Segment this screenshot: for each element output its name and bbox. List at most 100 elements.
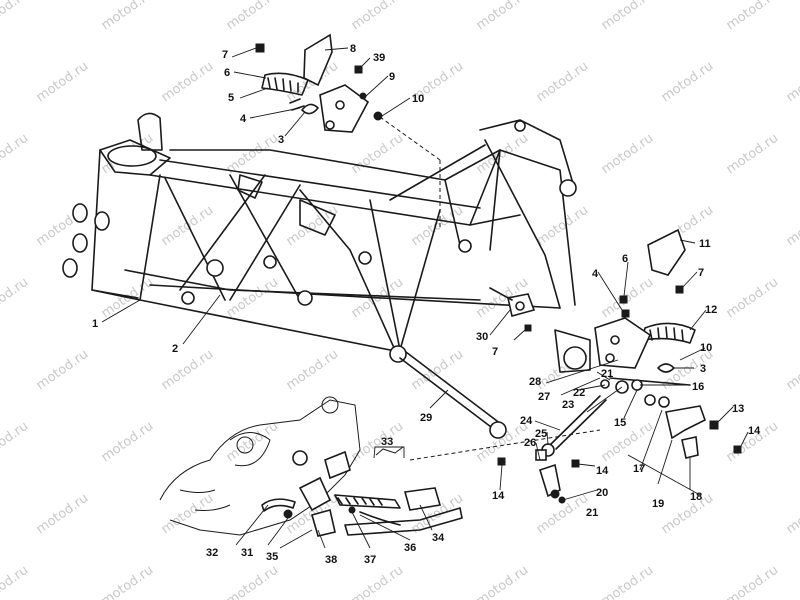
watermark-text: motod.ru	[349, 0, 406, 33]
callout-24: 24	[520, 415, 533, 427]
callout-23: 23	[562, 399, 574, 411]
watermark-text: motod.ru	[349, 563, 406, 600]
watermark-text: motod.ru	[724, 0, 781, 33]
callout-22: 22	[573, 387, 585, 399]
watermark-text: motod.ru	[159, 203, 216, 249]
watermark-text: motod.ru	[659, 491, 716, 537]
callout-38: 38	[325, 554, 337, 566]
callout-16: 16	[692, 381, 704, 393]
watermark-text: motod.ru	[0, 419, 31, 465]
callout-7: 7	[492, 346, 498, 358]
watermark-text: motod.ru	[224, 563, 281, 600]
callout-11: 11	[699, 238, 711, 250]
callout-1: 1	[92, 318, 98, 330]
watermark-text: motod.ru	[34, 59, 91, 105]
callout-4: 4	[240, 113, 247, 125]
callout-28: 28	[529, 376, 541, 388]
watermark-text: motod.ru	[784, 59, 800, 105]
trellis-frame	[62, 112, 591, 373]
tie-rod-29	[399, 351, 507, 439]
watermark-text: motod.ru	[284, 347, 341, 393]
watermark-text: motod.ru	[474, 0, 531, 33]
callout-17: 17	[633, 463, 645, 475]
watermark-text: motod.ru	[724, 131, 781, 177]
leader-lines	[101, 47, 749, 549]
watermark-text: motod.ru	[34, 347, 91, 393]
watermark-text: motod.ru	[0, 0, 31, 33]
watermark-text: motod.ru	[159, 491, 216, 537]
watermark-text: motod.ru	[599, 563, 656, 600]
callout-25: 25	[535, 428, 547, 440]
callout-6: 6	[622, 253, 628, 265]
watermark-text: motod.ru	[349, 131, 406, 177]
callout-20: 20	[596, 487, 608, 499]
callout-39: 39	[373, 52, 385, 64]
watermark-text: motod.ru	[784, 491, 800, 537]
callout-21: 21	[586, 507, 598, 519]
callout-8: 8	[350, 43, 356, 55]
watermark-text: motod.ru	[34, 491, 91, 537]
callout-15: 15	[614, 417, 626, 429]
callout-13: 13	[732, 403, 744, 415]
watermark-text: motod.ru	[284, 203, 341, 249]
watermark-text: motod.ru	[724, 563, 781, 600]
watermark-text: motod.ru	[0, 275, 31, 321]
watermark-text: motod.ru	[0, 131, 31, 177]
watermark-text: motod.ru	[224, 275, 281, 321]
callout-31: 31	[241, 547, 253, 559]
watermark-text: motod.ru	[474, 131, 531, 177]
callout-6: 6	[224, 67, 230, 79]
watermark-text: motod.ru	[99, 0, 156, 33]
callout-18: 18	[690, 491, 702, 503]
lower-engine-linkage	[159, 396, 601, 537]
callout-5: 5	[228, 92, 234, 104]
callout-7: 7	[222, 49, 228, 61]
watermark-text: motod.ru	[599, 0, 656, 33]
watermark-text: motod.ru	[409, 203, 466, 249]
watermark-text: motod.ru	[224, 0, 281, 33]
callout-21: 21	[601, 368, 613, 380]
callout-37: 37	[364, 554, 376, 566]
watermark-text: motod.ru	[534, 203, 591, 249]
watermark-text: motod.ru	[659, 59, 716, 105]
watermark-text: motod.ru	[159, 347, 216, 393]
callout-9: 9	[389, 71, 395, 83]
watermark-text: motod.ru	[784, 347, 800, 393]
watermark-text: motod.ru	[99, 419, 156, 465]
callout-12: 12	[705, 304, 717, 316]
callout-30: 30	[476, 331, 488, 343]
callout-10: 10	[412, 93, 424, 105]
callout-36: 36	[404, 542, 416, 554]
callout-10: 10	[700, 342, 712, 354]
bracket-30	[489, 287, 536, 332]
watermark-text: motod.ru	[159, 59, 216, 105]
watermark-text: motod.ru	[0, 563, 31, 600]
footpeg-assembly-left	[255, 33, 441, 230]
callout-14: 14	[596, 465, 609, 477]
callout-3: 3	[700, 363, 706, 375]
callout-32: 32	[206, 547, 218, 559]
callout-19: 19	[652, 498, 664, 510]
callout-33: 33	[381, 436, 393, 448]
callout-27: 27	[538, 391, 550, 403]
watermark-text: motod.ru	[99, 563, 156, 600]
callout-26: 26	[524, 437, 536, 449]
footpeg-assembly-right	[594, 228, 696, 386]
watermark-text: motod.ru	[599, 131, 656, 177]
callout-labels: 1 2 3 3 4 4 5 6 6 7 7 7 8 9 10 10 11 12 …	[92, 43, 761, 566]
watermark-text: motod.ru	[784, 203, 800, 249]
watermark-text: motod.ru	[724, 275, 781, 321]
callout-35: 35	[266, 551, 278, 563]
callout-2: 2	[172, 343, 178, 355]
watermark-text: motod.ru	[474, 563, 531, 600]
callout-4: 4	[592, 268, 599, 280]
callout-14: 14	[748, 425, 761, 437]
watermark-text: motod.ru	[599, 419, 656, 465]
callout-7: 7	[698, 267, 704, 279]
watermark-text: motod.ru	[534, 59, 591, 105]
callout-3: 3	[278, 134, 284, 146]
callout-29: 29	[420, 412, 432, 424]
